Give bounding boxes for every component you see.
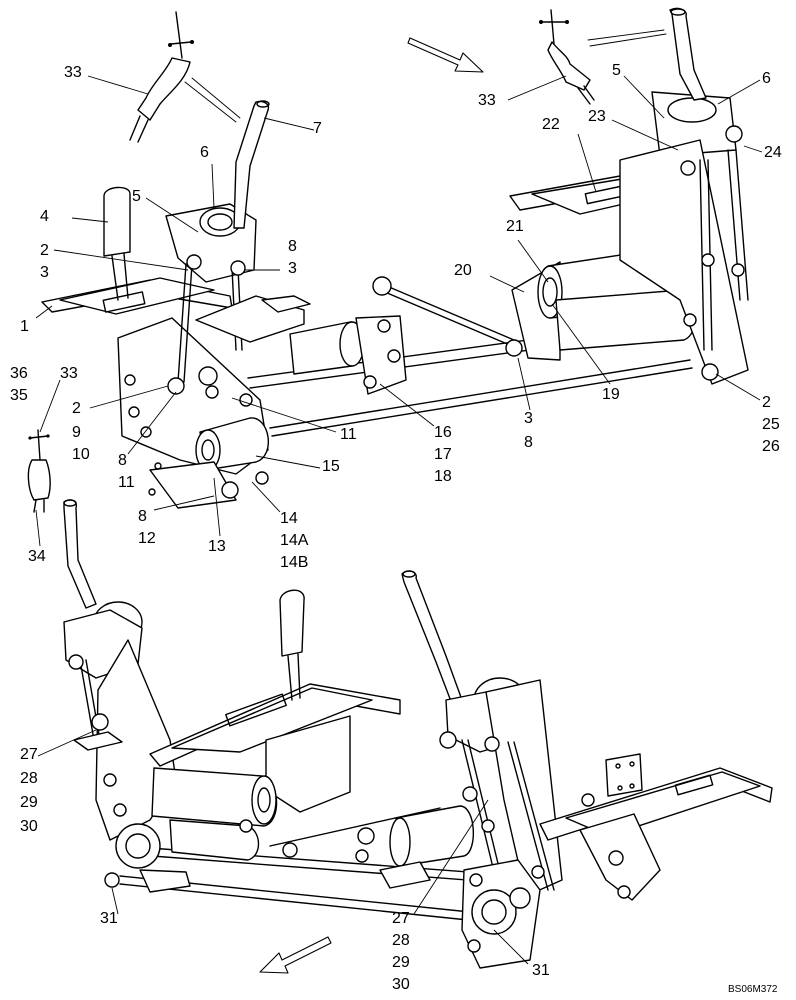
callout-17: 17 xyxy=(434,446,452,463)
callout-29-right: 29 xyxy=(392,954,410,971)
callout-33-mid: 33 xyxy=(60,365,78,382)
upper-assembly xyxy=(41,7,749,509)
handle-grip-detail-small xyxy=(27,429,51,513)
handle-grip-detail-right xyxy=(539,9,667,105)
callout-11-left: 11 xyxy=(118,474,135,491)
direction-arrow-upper xyxy=(407,37,484,73)
callout-30-right: 30 xyxy=(392,976,410,993)
callout-28-right: 28 xyxy=(392,932,410,949)
callout-5-right: 5 xyxy=(612,62,621,79)
callout-33-top-right: 33 xyxy=(478,92,496,109)
callout-29-left: 29 xyxy=(20,794,38,811)
callout-4: 4 xyxy=(40,208,49,225)
callout-5-left: 5 xyxy=(132,188,141,205)
callout-14: 14 xyxy=(280,510,298,527)
callout-22: 22 xyxy=(542,116,560,133)
callout-14B: 14B xyxy=(280,554,309,571)
callout-11-right: 11 xyxy=(340,426,357,443)
callout-36: 36 xyxy=(10,365,28,382)
callout-8-center: 8 xyxy=(524,434,533,451)
callout-28-left: 28 xyxy=(20,770,38,787)
callout-26: 26 xyxy=(762,438,780,455)
callout-6-left: 6 xyxy=(200,144,209,161)
callout-3-top: 3 xyxy=(288,260,297,277)
drawing-id: BS06M372 xyxy=(728,984,778,995)
callout-27-right: 27 xyxy=(392,910,410,927)
callout-3-center: 3 xyxy=(524,410,533,427)
callout-19: 19 xyxy=(602,386,620,403)
callout-9: 9 xyxy=(72,424,81,441)
callout-31-left: 31 xyxy=(100,910,118,927)
callout-31-right: 31 xyxy=(532,962,550,979)
callout-2-right: 2 xyxy=(762,394,771,411)
callout-1: 1 xyxy=(20,318,29,335)
callout-8-low: 8 xyxy=(138,508,147,525)
callout-16: 16 xyxy=(434,424,452,441)
callout-24: 24 xyxy=(764,144,782,161)
callout-34: 34 xyxy=(28,548,46,565)
leader-lines xyxy=(35,75,763,965)
callout-30-left: 30 xyxy=(20,818,38,835)
callout-3-left: 3 xyxy=(40,264,49,281)
callout-33-top-left: 33 xyxy=(64,64,82,81)
callout-27-left: 27 xyxy=(20,746,38,763)
callout-20: 20 xyxy=(454,262,472,279)
callout-7: 7 xyxy=(313,120,322,137)
callout-14A: 14A xyxy=(280,532,309,549)
callout-15: 15 xyxy=(322,458,340,475)
direction-arrow-lower xyxy=(259,936,332,974)
callout-8-top: 8 xyxy=(288,238,297,255)
callout-8-mid: 8 xyxy=(118,452,127,469)
callout-13: 13 xyxy=(208,538,226,555)
callout-23: 23 xyxy=(588,108,606,125)
callout-35: 35 xyxy=(10,387,28,404)
callout-2-top: 2 xyxy=(40,242,49,259)
callout-25: 25 xyxy=(762,416,780,433)
handle-grip-detail-left xyxy=(129,11,241,143)
lower-assembly xyxy=(63,499,773,969)
callout-10: 10 xyxy=(72,446,90,463)
callout-2-mid: 2 xyxy=(72,400,81,417)
callout-21: 21 xyxy=(506,218,524,235)
callout-18: 18 xyxy=(434,468,452,485)
callout-12: 12 xyxy=(138,530,156,547)
callout-6-right: 6 xyxy=(762,70,771,87)
